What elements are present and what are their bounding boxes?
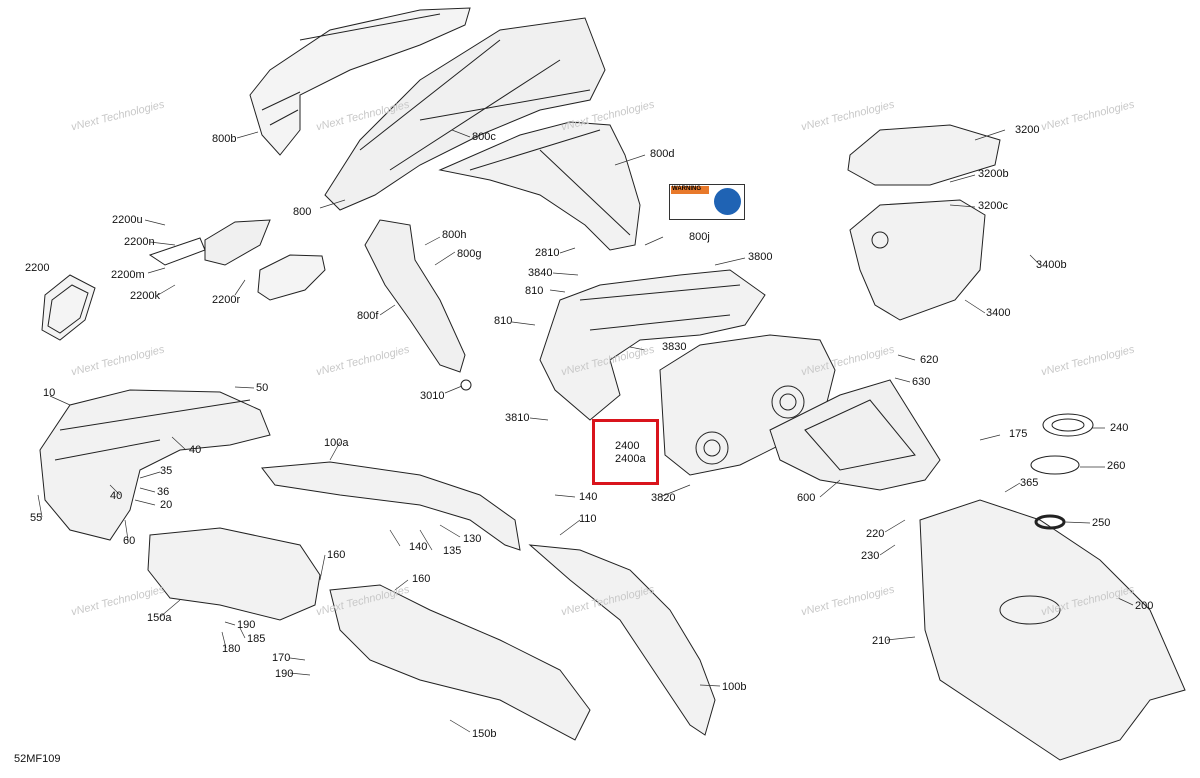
mirror-right-2200r bbox=[148, 219, 326, 301]
part-label: 220 bbox=[866, 528, 885, 540]
part-label: 800f bbox=[357, 310, 379, 322]
sheet-id: 52MF109 bbox=[14, 753, 61, 765]
part-label: 160 bbox=[412, 573, 431, 585]
part-label: 800b bbox=[212, 133, 237, 145]
seal-ring-250 bbox=[1034, 514, 1066, 530]
part-label: 190 bbox=[275, 668, 294, 680]
part-label: 3820 bbox=[651, 492, 676, 504]
callout-label-2400: 2400 bbox=[615, 440, 640, 452]
part-label: 3200c bbox=[978, 200, 1008, 212]
part-label: 2200 bbox=[25, 262, 50, 274]
part-label: 2200m bbox=[111, 269, 145, 281]
part-label: 2200u bbox=[112, 214, 143, 226]
housing-panel-600 bbox=[769, 379, 941, 491]
callout-label-2400a: 2400a bbox=[615, 453, 646, 465]
side-rail-100a bbox=[261, 461, 521, 551]
part-label: 800d bbox=[650, 148, 675, 160]
gasket-ring-260 bbox=[1030, 455, 1080, 475]
part-label: 3200 bbox=[1015, 124, 1040, 136]
part-label: 800h bbox=[442, 229, 467, 241]
part-label: 230 bbox=[861, 550, 880, 562]
storage-lid-3200 bbox=[847, 124, 1001, 186]
part-label: 810 bbox=[525, 285, 544, 297]
part-label: 3400 bbox=[986, 307, 1011, 319]
front-fascia-10 bbox=[39, 389, 271, 541]
part-label: 3200b bbox=[978, 168, 1009, 180]
headlight-bracket-3800 bbox=[539, 269, 766, 421]
part-label: 3800 bbox=[748, 251, 773, 263]
lower-panel-150b bbox=[329, 584, 591, 741]
part-label: 35 bbox=[160, 465, 173, 477]
part-label: 140 bbox=[579, 491, 598, 503]
part-label: 620 bbox=[920, 354, 939, 366]
part-label: 800 bbox=[293, 206, 312, 218]
part-label: 3400b bbox=[1036, 259, 1067, 271]
part-label: 135 bbox=[443, 545, 462, 557]
part-label: 36 bbox=[157, 486, 170, 498]
body-panel-800 bbox=[324, 17, 606, 211]
part-label: 800c bbox=[472, 131, 496, 143]
part-label: 55 bbox=[30, 512, 43, 524]
part-label: 130 bbox=[463, 533, 482, 545]
part-label: 40 bbox=[110, 490, 123, 502]
part-label: 3840 bbox=[528, 267, 553, 279]
side-panel-800d bbox=[438, 121, 641, 251]
part-label: 20 bbox=[160, 499, 173, 511]
mandatory-sign-icon bbox=[714, 188, 741, 215]
warning-text: WARNING bbox=[672, 186, 701, 192]
leader-lines bbox=[37, 129, 1134, 733]
rear-tub-200 bbox=[919, 499, 1186, 761]
part-label: 2810 bbox=[535, 247, 560, 259]
lower-panel-150a bbox=[147, 527, 321, 621]
part-label: 630 bbox=[912, 376, 931, 388]
part-label: 185 bbox=[247, 633, 266, 645]
part-label: 3810 bbox=[505, 412, 530, 424]
part-label: 170 bbox=[272, 652, 291, 664]
part-label: 160 bbox=[327, 549, 346, 561]
part-label: 140 bbox=[409, 541, 428, 553]
mirror-left-2200 bbox=[41, 274, 96, 341]
part-label: 365 bbox=[1020, 477, 1039, 489]
part-label: 2200n bbox=[124, 236, 155, 248]
part-label: 260 bbox=[1107, 460, 1126, 472]
part-label: 40 bbox=[189, 444, 202, 456]
part-label: 110 bbox=[579, 513, 597, 525]
warning-bar bbox=[671, 186, 709, 194]
part-label: 190 bbox=[237, 619, 256, 631]
part-label: 150a bbox=[147, 612, 172, 624]
part-label: 100b bbox=[722, 681, 747, 693]
part-label: 210 bbox=[872, 635, 891, 647]
part-label: 10 bbox=[43, 387, 56, 399]
part-label: 240 bbox=[1110, 422, 1129, 434]
part-label: 100a bbox=[324, 437, 349, 449]
part-label: 600 bbox=[797, 492, 816, 504]
part-label: 2200r bbox=[212, 294, 241, 306]
highlighted-callout-box[interactable]: 2400 2400a bbox=[592, 419, 659, 485]
part-label: 2200k bbox=[130, 290, 160, 302]
part-label: 800g bbox=[457, 248, 482, 260]
part-label: 800j bbox=[689, 231, 710, 243]
part-label: 250 bbox=[1092, 517, 1111, 529]
side-rail-100b bbox=[528, 544, 716, 736]
warning-decal: WARNING bbox=[669, 184, 745, 220]
cowl-panel-800b bbox=[249, 7, 471, 156]
part-label: 180 bbox=[222, 643, 241, 655]
part-label: 60 bbox=[123, 535, 136, 547]
part-label: 810 bbox=[494, 315, 513, 327]
part-label: 50 bbox=[256, 382, 269, 394]
part-label: 200 bbox=[1135, 600, 1154, 612]
part-label: 150b bbox=[472, 728, 497, 740]
storage-bin-3400 bbox=[849, 199, 986, 321]
part-label: 175 bbox=[1009, 428, 1028, 440]
part-label: 3010 bbox=[420, 390, 445, 402]
strut-panel-800f bbox=[364, 219, 472, 391]
part-label: 3830 bbox=[662, 341, 687, 353]
headlight-assembly-2400 bbox=[659, 334, 836, 476]
fuel-cap-ring-240 bbox=[1042, 413, 1094, 437]
